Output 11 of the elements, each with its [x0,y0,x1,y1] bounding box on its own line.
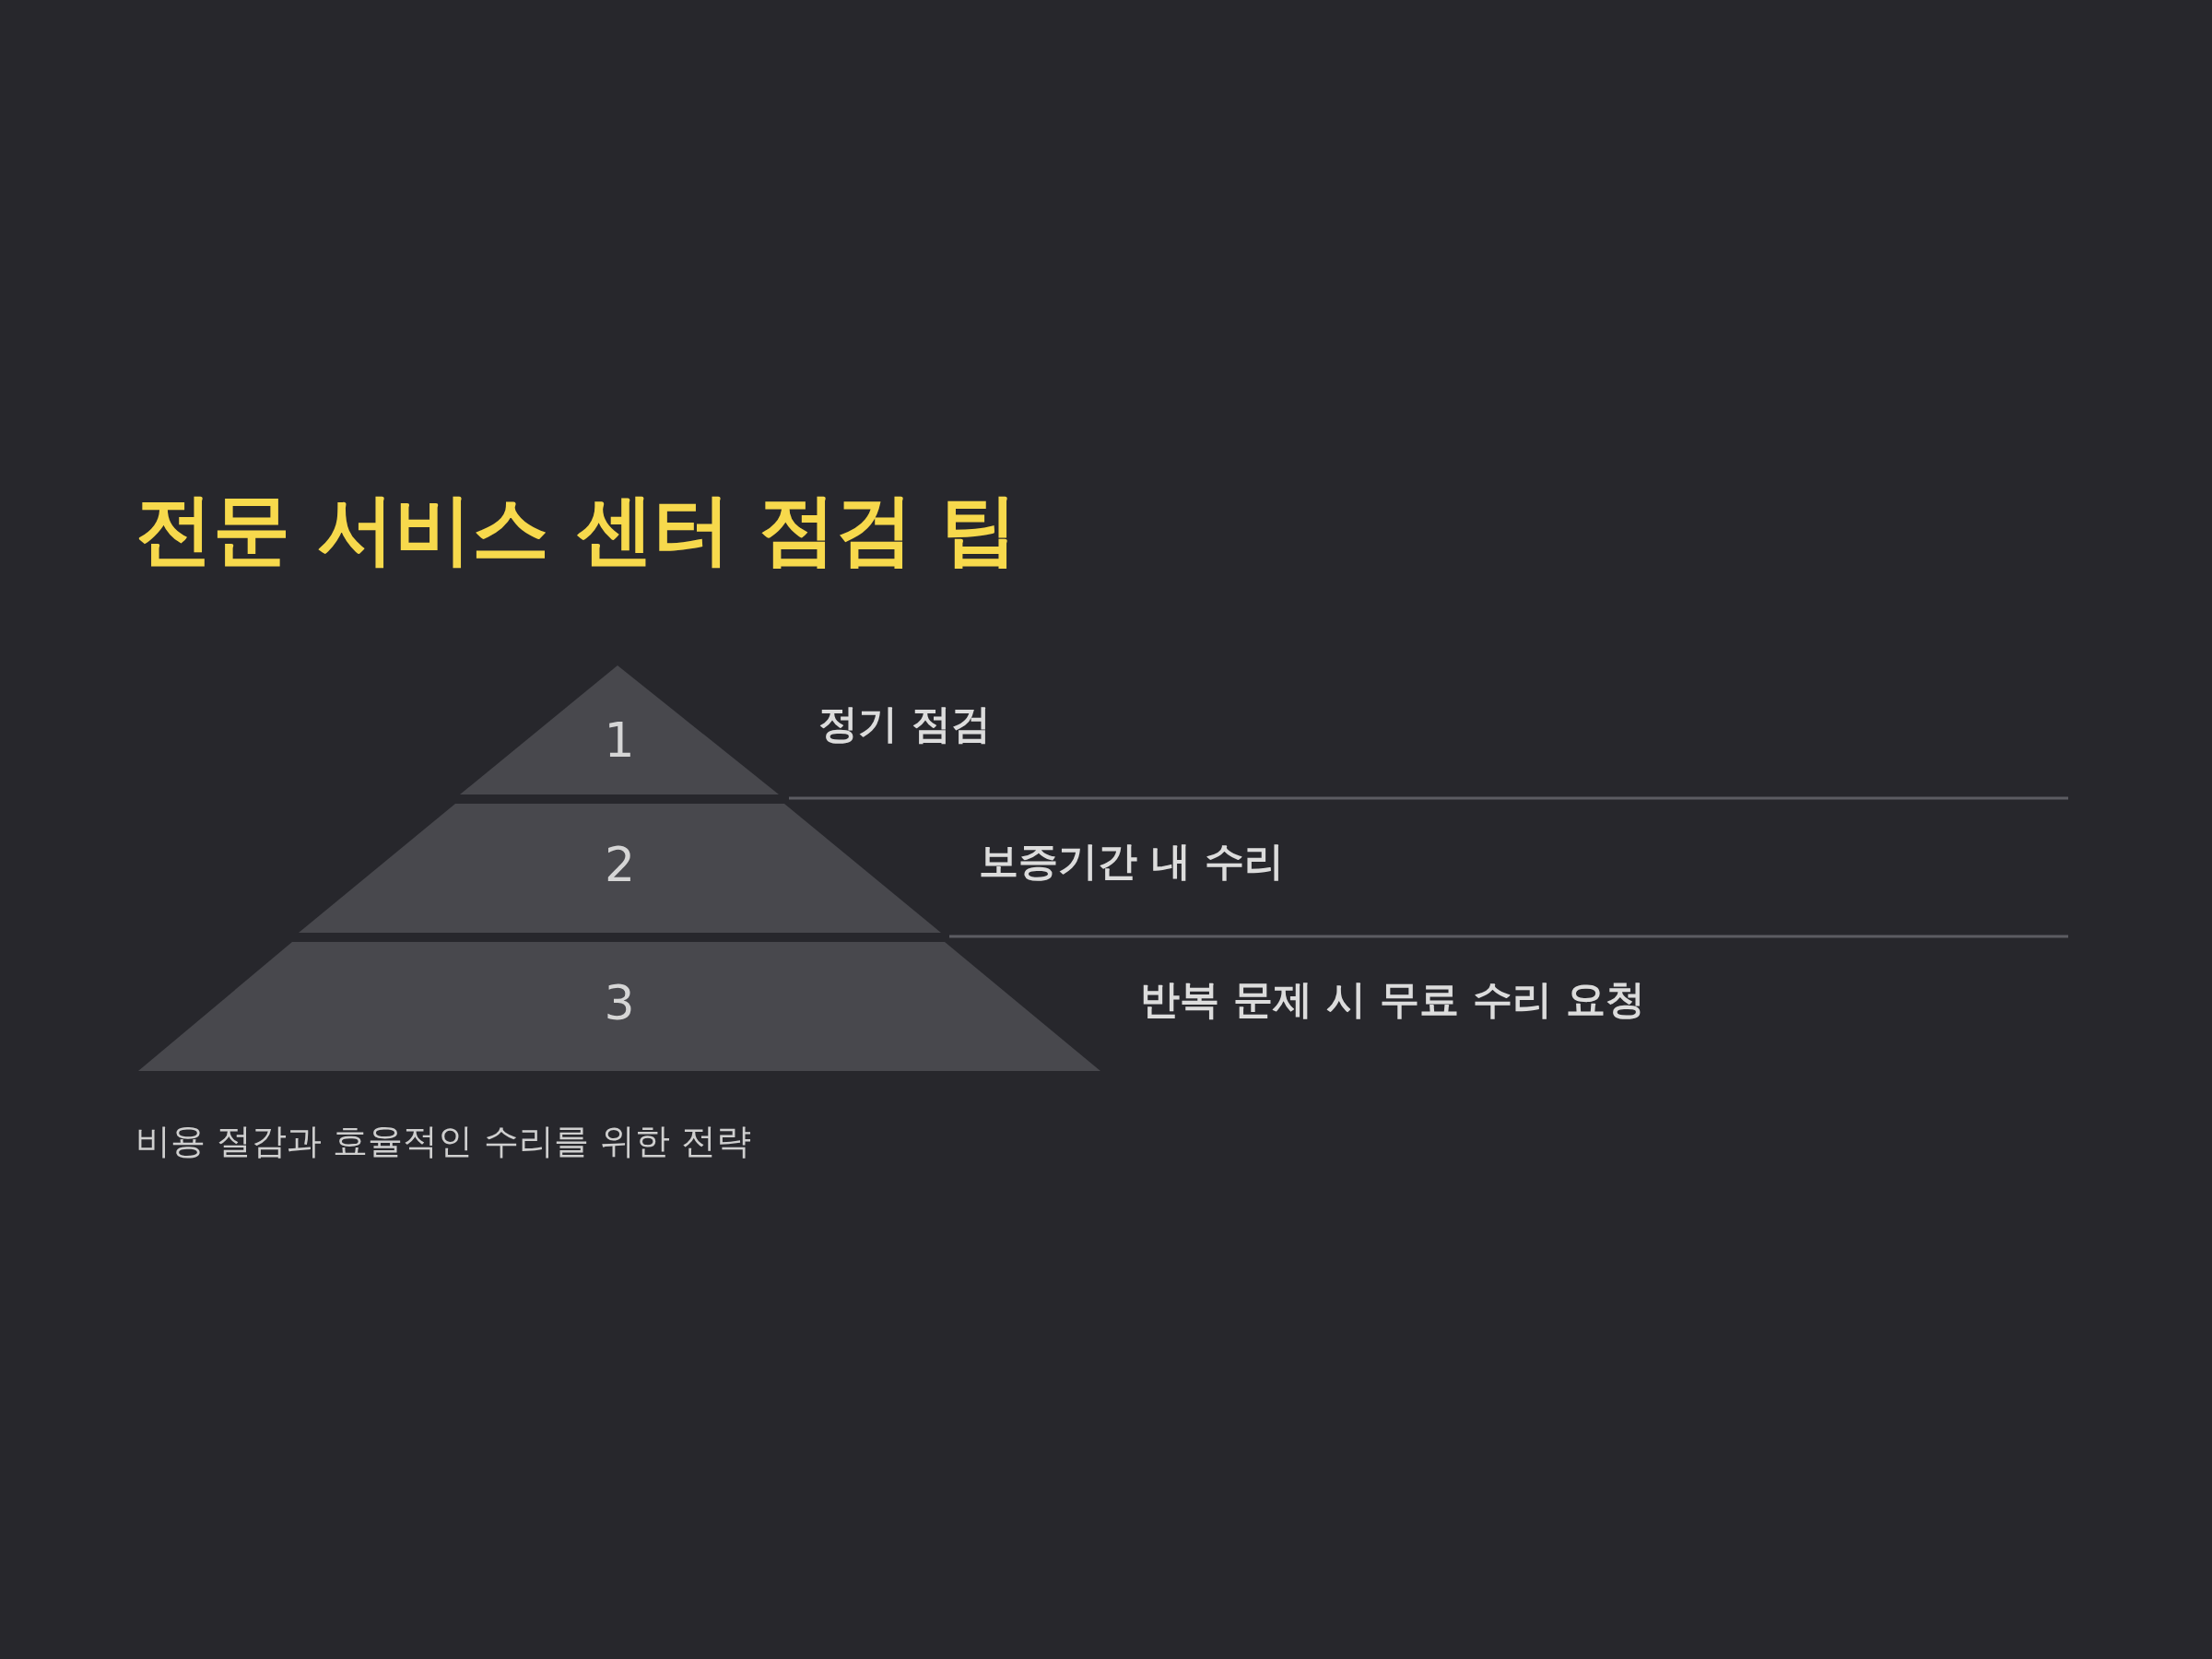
tier-number: 1 [603,716,636,764]
title: 전문 서비스 센터 점검 팁 [135,490,1018,568]
caption: 비용 절감과 효율적인 수리를 위한 전략 [135,1124,752,1159]
tier-label: 보증기간 내 수리 [979,841,1284,881]
tier-label: 반복 문제 시 무료 수리 요청 [1140,980,1645,1019]
tier-number: 2 [603,841,637,888]
pyramid-tier [299,804,941,933]
tier-number: 3 [603,979,636,1027]
pyramid-tier [138,942,1100,1071]
pyramid-tier [460,665,779,794]
tier-label: 정기 점검 [818,704,991,744]
